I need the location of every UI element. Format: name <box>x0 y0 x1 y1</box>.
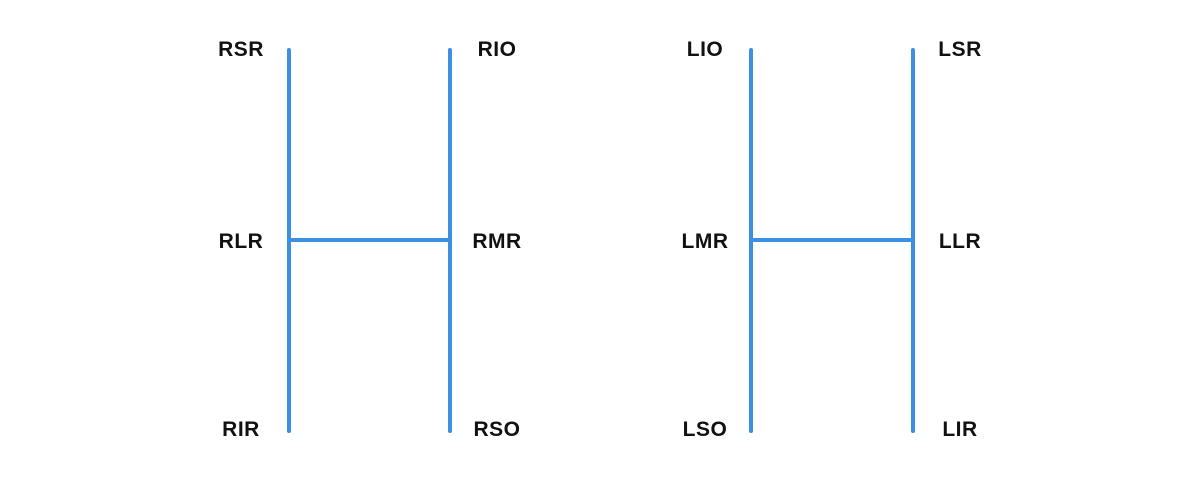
label-llr: LLR <box>938 230 982 253</box>
label-lso: LSO <box>682 418 728 441</box>
label-rlr: RLR <box>218 230 264 253</box>
label-rso: RSO <box>473 418 521 441</box>
label-rsr: RSR <box>218 38 264 61</box>
label-lsr: LSR <box>938 38 982 61</box>
label-lmr: LMR <box>681 230 729 253</box>
label-rmr: RMR <box>472 230 522 253</box>
label-lio: LIO <box>686 38 724 61</box>
label-rio: RIO <box>477 38 517 61</box>
label-rir: RIR <box>222 418 260 441</box>
label-lir: LIR <box>942 418 978 441</box>
